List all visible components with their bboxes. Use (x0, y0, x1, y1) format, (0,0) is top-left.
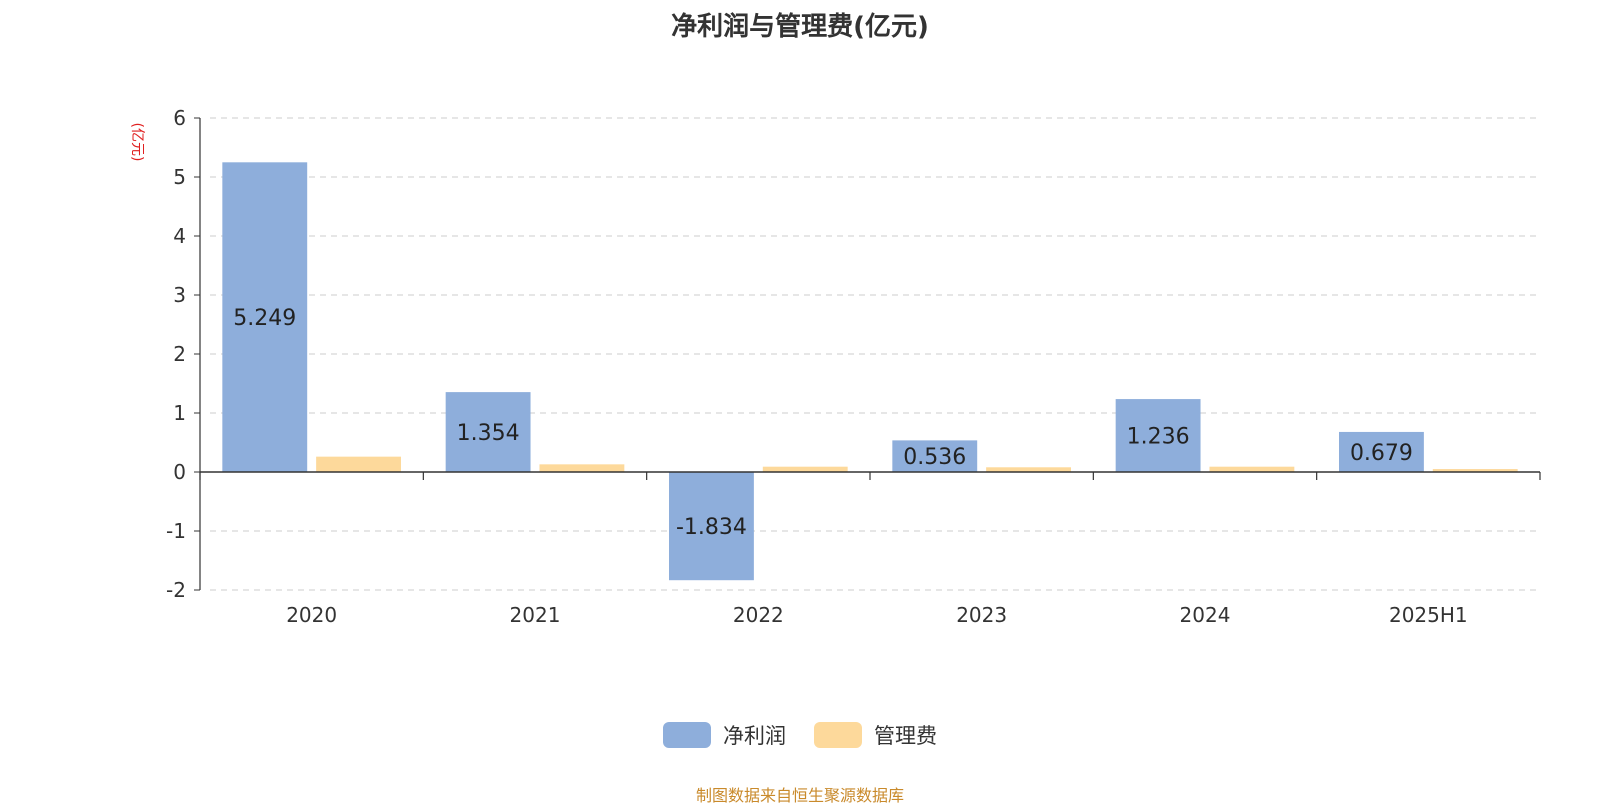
y-tick-label: 6 (173, 106, 186, 130)
y-tick-label: 2 (173, 342, 186, 366)
bar-admin-expense (316, 456, 401, 472)
bar-admin-expense (539, 464, 625, 472)
x-tick-label: 2023 (956, 603, 1007, 627)
bar-admin-expense (1432, 469, 1518, 472)
legend-label: 净利润 (723, 724, 786, 748)
bar-net-profit (892, 440, 978, 472)
bars (222, 162, 1518, 581)
legend: 净利润 管理费 (0, 720, 1600, 750)
chart-title: 净利润与管理费(亿元) (671, 12, 929, 42)
data-label: 5.249 (233, 306, 296, 331)
data-label: 0.679 (1350, 441, 1413, 466)
data-label: -1.834 (676, 515, 747, 540)
legend-item[interactable]: 管理费 (814, 720, 937, 750)
y-tick-label: -2 (166, 578, 186, 602)
data-label: 1.236 (1127, 425, 1190, 450)
legend-swatch (663, 722, 711, 748)
bar-admin-expense (1209, 466, 1295, 472)
bar-admin-expense (762, 466, 848, 472)
x-tick-label: 2022 (733, 603, 784, 627)
y-tick-label: 3 (173, 283, 186, 307)
y-tick-label: 0 (173, 460, 186, 484)
y-axis-unit-label: (亿元) (129, 123, 145, 162)
y-tick-label: -1 (166, 519, 186, 543)
bar-net-profit (1339, 431, 1424, 472)
data-labels: 5.249 1.354 -1.834 0.536 1.236 0.679 (233, 306, 1413, 540)
grid-lines (210, 117, 1540, 591)
x-tick-label: 2021 (510, 603, 561, 627)
bar-admin-expense (986, 467, 1071, 472)
bar-net-profit (669, 472, 754, 581)
y-tick-label: 4 (173, 224, 186, 248)
y-tick-label: 5 (173, 165, 186, 189)
bar-net-profit (1115, 399, 1201, 472)
x-tick-label: 2024 (1180, 603, 1231, 627)
legend-item[interactable]: 净利润 (663, 720, 786, 750)
bar-net-profit (445, 392, 531, 472)
axes: -2 -1 0 1 2 3 4 5 6 2020 2021 2022 2023 2024 2025H1 (166, 106, 1541, 627)
source-note: 制图数据来自恒生聚源数据库 (695, 786, 904, 805)
legend-swatch (814, 722, 862, 748)
data-label: 1.354 (457, 421, 520, 446)
bar-net-profit (222, 162, 308, 472)
y-tick-label: 1 (173, 401, 186, 425)
x-tick-label: 2020 (286, 603, 337, 627)
legend-label: 管理费 (874, 724, 937, 748)
x-tick-label: 2025H1 (1389, 603, 1468, 627)
data-label: 0.536 (903, 445, 966, 470)
